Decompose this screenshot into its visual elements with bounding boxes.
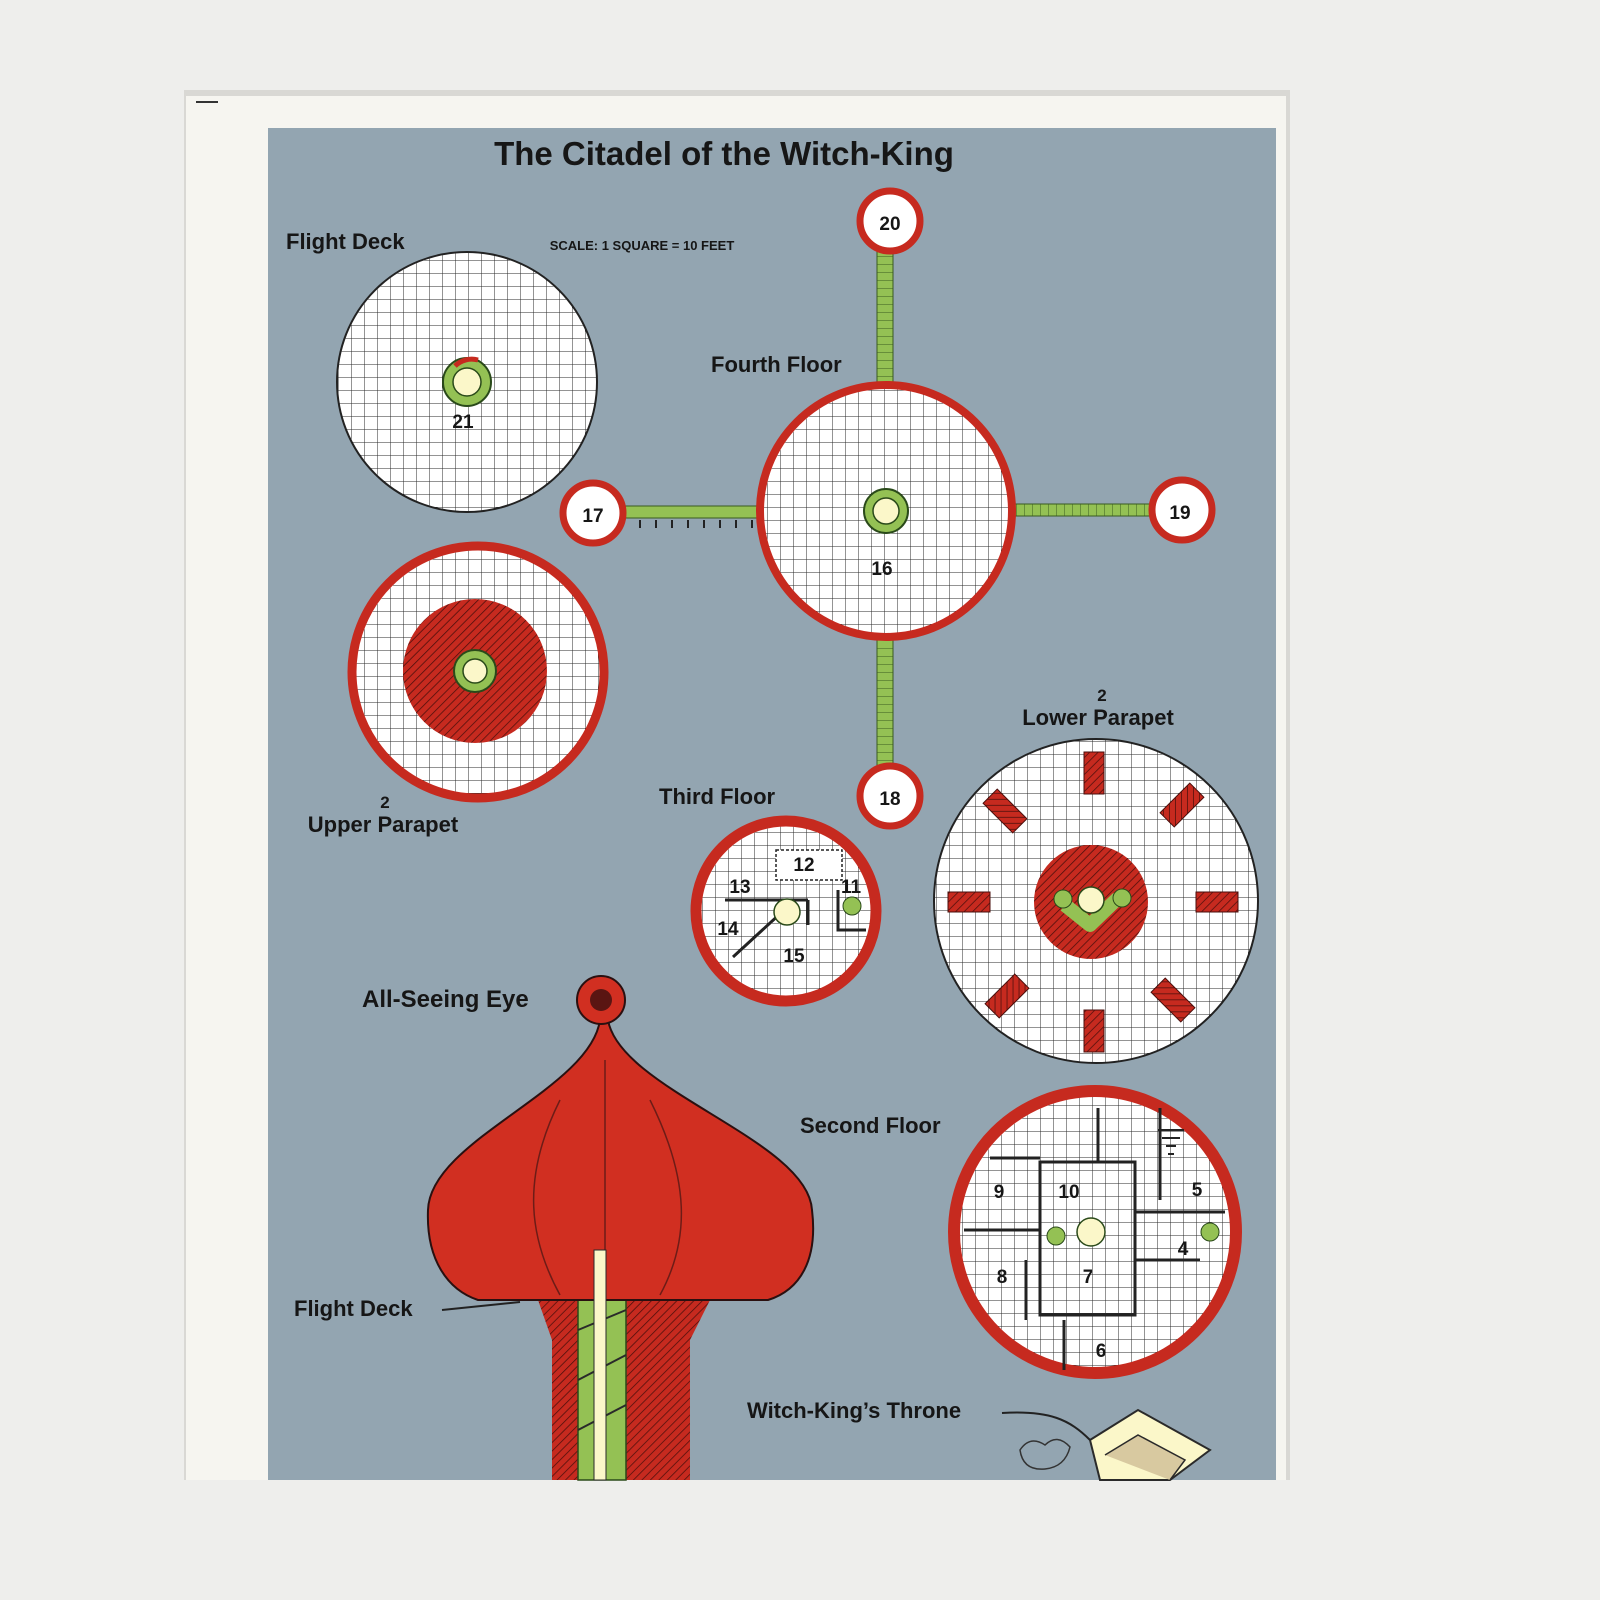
upper-parapet-label: Upper Parapet: [308, 812, 459, 837]
room-12-label: 12: [793, 855, 814, 876]
flight-deck-plan[interactable]: [336, 251, 598, 513]
third-floor-label: Third Floor: [659, 784, 776, 809]
second-floor-label: Second Floor: [800, 1113, 941, 1138]
room-9-label: 9: [994, 1182, 1005, 1203]
upper-parapet-plan[interactable]: [347, 541, 609, 803]
lower-parapet-level: 2: [1097, 686, 1106, 705]
throne-pointer: [1001, 1411, 1091, 1441]
room-5-label: 5: [1192, 1180, 1203, 1201]
room-19-label: 19: [1169, 503, 1190, 524]
room-18-label: 18: [879, 789, 900, 810]
room-15-label: 15: [783, 946, 805, 967]
room-8-label: 8: [997, 1267, 1008, 1288]
flight-deck-pointer: [441, 1301, 521, 1311]
all-seeing-eye-label: All-Seeing Eye: [362, 986, 529, 1013]
room-7-label: 7: [1083, 1267, 1094, 1288]
throne-illustration[interactable]: [1019, 1408, 1212, 1481]
room-4-label: 4: [1178, 1239, 1189, 1260]
upper-parapet-level: 2: [380, 793, 389, 812]
flight-deck-side-label: Flight Deck: [294, 1296, 413, 1321]
map-title: The Citadel of the Witch-King: [494, 135, 954, 172]
room-11-label: 11: [841, 877, 862, 898]
room-20-label: 20: [879, 214, 900, 235]
fourth-floor-label: Fourth Floor: [711, 352, 842, 377]
scale-note: SCALE: 1 SQUARE = 10 FEET: [550, 238, 735, 253]
lower-parapet-label: Lower Parapet: [1022, 705, 1174, 730]
room-16-label: 16: [871, 559, 892, 580]
room-6-label: 6: [1096, 1341, 1107, 1362]
room-17-label: 17: [582, 506, 603, 527]
room-10-label: 10: [1058, 1182, 1079, 1203]
fourth-floor-plan[interactable]: [559, 187, 1216, 830]
second-floor-plan[interactable]: [948, 1085, 1242, 1379]
room-13-label: 13: [729, 877, 750, 898]
lower-parapet-plan[interactable]: [933, 738, 1259, 1064]
flight-deck-label: Flight Deck: [286, 229, 405, 254]
throne-label: Witch-King’s Throne: [747, 1398, 961, 1423]
room-14-label: 14: [717, 919, 739, 940]
third-floor-plan[interactable]: [690, 815, 882, 1007]
room-21-label: 21: [452, 412, 474, 433]
tower-elevation[interactable]: [426, 975, 815, 1481]
